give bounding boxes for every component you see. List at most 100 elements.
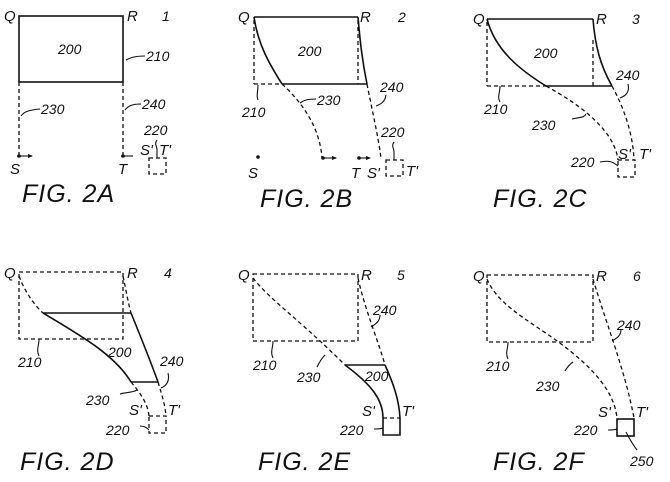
path-230-curve	[486, 278, 618, 419]
label-q: Q	[4, 265, 16, 282]
figure-caption: FIG. 2B	[260, 185, 353, 213]
step-number: 1	[162, 8, 170, 24]
object-200-left-curve	[253, 16, 283, 85]
label-220: 220	[573, 422, 598, 438]
label-220: 220	[380, 124, 405, 140]
label-240: 240	[141, 96, 166, 112]
figure-caption: FIG. 2A	[22, 180, 115, 208]
path-240-curve	[611, 85, 635, 161]
label-230: 230	[40, 101, 65, 117]
label-200: 200	[107, 344, 132, 360]
region-210-rectangle	[18, 271, 124, 340]
region-210-rectangle	[252, 273, 359, 342]
target-220-box	[148, 415, 167, 434]
label-210: 210	[483, 101, 508, 117]
path-240-upper	[122, 275, 132, 314]
step-number: 4	[164, 265, 172, 281]
figure-2e: Q R 5 200 210 230 240 220 S' T' FIG. 2E	[238, 267, 415, 476]
object-200-rectangle	[18, 15, 124, 83]
label-240: 240	[379, 79, 404, 95]
step-number: 5	[397, 267, 405, 283]
label-q: Q	[473, 268, 485, 285]
label-200: 200	[297, 43, 322, 59]
leader-220	[607, 428, 618, 431]
path-240-lower	[157, 381, 167, 417]
label-r: R	[596, 11, 607, 28]
label-q: Q	[4, 8, 16, 25]
path-230-curve	[281, 83, 323, 159]
leader-220	[392, 141, 395, 160]
object-200-right-curve	[130, 312, 159, 383]
label-r: R	[596, 268, 607, 285]
leader-230	[299, 98, 317, 104]
leader-240	[370, 314, 381, 328]
label-200: 200	[57, 41, 82, 57]
arrow-s-head	[28, 154, 33, 158]
label-t: T	[118, 161, 129, 178]
label-220: 220	[339, 422, 364, 438]
label-240: 240	[616, 317, 641, 333]
leader-220	[373, 427, 384, 430]
path-230-curve	[545, 85, 619, 161]
leader-210	[125, 55, 146, 61]
label-210: 210	[145, 48, 170, 64]
figure-2c: Q R 3 200 210 230 240 220 S' T' FIG. 2C	[473, 11, 652, 213]
label-250: 250	[629, 453, 654, 469]
figure-caption: FIG. 2F	[493, 448, 585, 476]
label-240: 240	[615, 67, 640, 83]
leader-210	[498, 85, 501, 103]
leader-230	[119, 389, 138, 395]
object-200-left-curve	[486, 18, 547, 87]
object-200-left-curve	[344, 364, 384, 419]
target-220-box	[382, 418, 401, 436]
label-s-prime: S'	[129, 402, 143, 419]
figure-caption: FIG. 2E	[258, 448, 351, 476]
leader-210	[256, 84, 259, 101]
object-200-left-curve	[42, 312, 132, 383]
step-number: 3	[632, 11, 640, 27]
leader-210	[37, 338, 40, 357]
arrow-t-head	[366, 156, 371, 160]
leader-230	[564, 361, 574, 372]
label-s: S	[10, 161, 20, 178]
region-210-rectangle	[486, 274, 594, 343]
label-t: T	[351, 165, 362, 182]
label-210: 210	[252, 357, 277, 373]
label-230: 230	[531, 117, 556, 133]
point-s-dot	[256, 155, 260, 159]
leader-240	[611, 328, 622, 342]
label-230: 230	[85, 392, 110, 408]
label-210: 210	[17, 354, 42, 370]
label-r: R	[360, 9, 371, 26]
figure-2d: Q R 4 200 210 230 240 220 S' T' FIG. 2D	[4, 265, 184, 476]
label-230: 230	[316, 92, 341, 108]
figure-2f: Q R 6 210 230 240 220 250 S' T' FIG. 2F	[473, 268, 654, 476]
label-210: 210	[485, 358, 510, 374]
target-220-box	[617, 159, 636, 178]
arrow-230-head	[332, 156, 337, 160]
label-r: R	[361, 267, 372, 284]
path-240-curve	[592, 278, 635, 419]
label-s: S	[248, 165, 258, 182]
label-s-prime: S'	[140, 142, 154, 159]
figure-caption: FIG. 2C	[493, 185, 588, 213]
object-200-right-curve	[592, 18, 613, 87]
label-s-prime: S'	[598, 404, 612, 421]
label-r: R	[127, 8, 138, 25]
label-q: Q	[238, 9, 250, 26]
label-r: R	[127, 265, 138, 282]
object-200-right-curve	[357, 16, 368, 85]
leader-220	[139, 425, 150, 431]
leader-250	[625, 431, 638, 451]
path-230-lower	[130, 381, 150, 417]
label-210: 210	[241, 104, 266, 120]
label-t-prime: T'	[636, 404, 649, 421]
label-q: Q	[238, 267, 250, 284]
label-200: 200	[364, 368, 389, 384]
label-t-prime: T'	[402, 403, 415, 420]
label-230: 230	[535, 378, 560, 394]
leader-210	[506, 341, 509, 360]
leader-240	[375, 94, 387, 107]
leader-240	[160, 372, 170, 389]
